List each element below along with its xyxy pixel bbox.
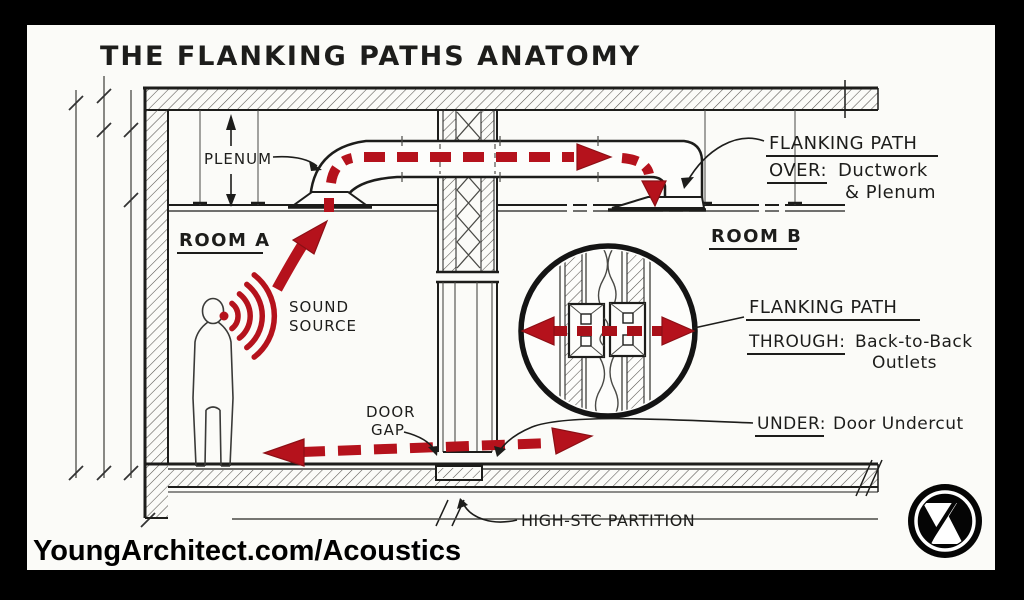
- dimension-lines: [68, 76, 156, 528]
- plenum-label: PLENUM: [204, 150, 272, 168]
- logo-ring: [914, 490, 976, 552]
- room-b-label: ROOM B: [711, 226, 802, 247]
- callout-over-line1: Ductwork: [838, 160, 928, 181]
- young-architect-logo: [908, 484, 982, 558]
- left-wall: [143, 88, 169, 519]
- arrow-right-icon: [551, 427, 594, 455]
- door-gap-label-line1: DOOR: [366, 403, 416, 421]
- floor-slab: [145, 459, 883, 520]
- callout-through-line2: Outlets: [872, 353, 937, 373]
- detail-leader-line: [693, 316, 745, 329]
- through-arrow: [520, 316, 696, 346]
- arrow-right-icon: [576, 143, 613, 171]
- floor-flanking-path: [262, 427, 594, 467]
- top-slab: [143, 80, 879, 118]
- outlet-detail-circle: [518, 243, 745, 419]
- sound-source-label-line1: SOUND: [289, 298, 349, 316]
- door-gap-label-line2: GAP: [371, 421, 405, 439]
- callout-over-heading: FLANKING PATH: [769, 133, 917, 154]
- plenum-height-arrow: [226, 114, 236, 207]
- callout-under-keyword: UNDER:: [757, 414, 826, 434]
- callout-through-keyword: THROUGH:: [748, 332, 846, 352]
- callout-over-line2: & Plenum: [845, 182, 936, 203]
- page-title: THE FLANKING PATHS ANATOMY: [100, 41, 641, 72]
- callout-through: FLANKING PATH THROUGH: Back-to-Back Outl…: [746, 297, 973, 373]
- arrow-left-icon: [262, 438, 305, 467]
- watermark: YoungArchitect.com/Acoustics: [33, 535, 461, 567]
- callout-through-heading: FLANKING PATH: [749, 297, 897, 318]
- supply-diffuser-room-b: [611, 196, 706, 209]
- sound-source-arrow: [272, 219, 329, 292]
- sound-waves-icon: [219, 272, 278, 360]
- logo-monogram-icon: [923, 498, 963, 547]
- arrow-down-icon: [641, 180, 667, 208]
- sound-source-label-line2: SOURCE: [289, 317, 357, 335]
- person-figure: [192, 297, 234, 467]
- duct-flanking-path: [324, 143, 667, 212]
- partition-leader: [457, 498, 518, 523]
- callout-under-text: Door Undercut: [833, 414, 964, 434]
- door-gap-leader: [403, 431, 438, 456]
- room-a-label: ROOM A: [179, 230, 271, 251]
- arrow-left-icon: [520, 316, 555, 346]
- callout-over-keyword: OVER:: [769, 160, 827, 181]
- callout-under: UNDER: Door Undercut: [494, 414, 964, 457]
- callout-over: FLANKING PATH OVER: Ductwork & Plenum: [681, 133, 938, 203]
- plenum-leader: [272, 155, 322, 171]
- partition-door: [435, 282, 498, 527]
- arrow-right-icon: [661, 316, 696, 346]
- arrow-up-icon: [291, 219, 329, 255]
- door-threshold: [435, 465, 483, 481]
- callout-through-line1: Back-to-Back: [855, 332, 973, 352]
- partition-label: HIGH-STC PARTITION: [521, 511, 695, 530]
